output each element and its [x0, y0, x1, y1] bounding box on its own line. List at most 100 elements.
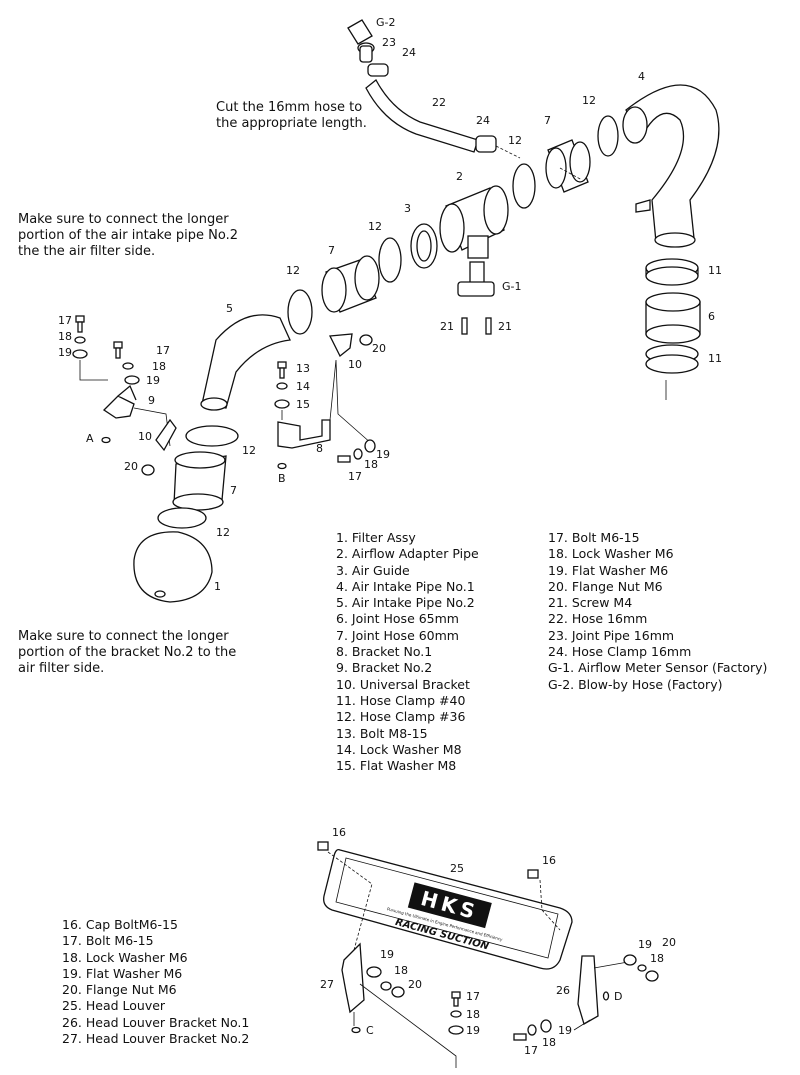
callout-20: 20: [662, 936, 676, 949]
parts-list-main: 1. Filter Assy 2. Airflow Adapter Pipe 3…: [336, 530, 479, 774]
list-item: 6. Joint Hose 65mm: [336, 611, 459, 627]
callout-a: A: [86, 432, 94, 445]
list-item: 25. Head Louver: [62, 998, 166, 1014]
hardware-louver-right: [623, 954, 659, 982]
joint-hose-7-lower: [172, 451, 227, 511]
hose-clamp-24-lower: [475, 135, 497, 153]
callout-19: 19: [380, 948, 394, 961]
callout-2: 2: [456, 170, 463, 183]
air-guide: [410, 223, 438, 269]
list-item: 19. Flat Washer M6: [548, 562, 669, 578]
flange-nut-20-left: [141, 464, 155, 476]
note-bracket: Make sure to connect the longer portion …: [18, 629, 237, 676]
callout-11: 11: [708, 352, 722, 365]
list-item: 20. Flange Nut M6: [62, 982, 177, 998]
list-item: 18. Lock Washer M6: [548, 546, 674, 562]
joint-pipe-23: [359, 45, 373, 63]
cap-bolt-16-left: [317, 841, 329, 851]
callout-5: 5: [226, 302, 233, 315]
callout-18: 18: [542, 1036, 556, 1049]
hose-clamp-12-center: [378, 237, 402, 283]
callout-23: 23: [382, 36, 396, 49]
callout-25: 25: [450, 862, 464, 875]
hardware-stack-bracket8: [274, 361, 290, 420]
callout-19: 19: [58, 346, 72, 359]
list-item: 23. Joint Pipe 16mm: [548, 627, 675, 643]
air-intake-pipe-no1: [622, 84, 720, 248]
head-louver-bracket-no2: [341, 942, 457, 1068]
hardware-louver-left: [366, 966, 405, 998]
bracket-no2: [102, 384, 171, 447]
list-item: 12. Hose Clamp #36: [336, 709, 466, 725]
list-item: 17. Bolt M6-15: [62, 933, 154, 949]
callout-15: 15: [296, 398, 310, 411]
list-item: 18. Lock Washer M6: [62, 949, 188, 965]
callout-13: 13: [296, 362, 310, 375]
mount-point-c: [351, 1026, 361, 1034]
callout-19: 19: [466, 1024, 480, 1037]
joint-hose-7-center: [321, 255, 380, 313]
callout-18: 18: [466, 1008, 480, 1021]
callout-17: 17: [348, 470, 362, 483]
callout-3: 3: [404, 202, 411, 215]
hardware-stack-bracket9: [113, 341, 140, 385]
callout-22: 22: [432, 96, 446, 109]
callout-9: 9: [148, 394, 155, 407]
callout-17: 17: [58, 314, 72, 327]
mount-point-a: [101, 436, 111, 444]
list-item: 20. Flange Nut M6: [548, 578, 663, 594]
list-item: 10. Universal Bracket: [336, 676, 470, 692]
note-intake-pipe: Make sure to connect the longer portion …: [18, 212, 238, 259]
callout-24: 24: [476, 114, 490, 127]
callout-20: 20: [372, 342, 386, 355]
note-hose-cut: Cut the 16mm hose to the appropriate len…: [216, 100, 367, 131]
callout-7: 7: [544, 114, 551, 127]
list-item: 1. Filter Assy: [336, 530, 416, 545]
list-item: 27. Head Louver Bracket No.2: [62, 1031, 250, 1047]
callout-1: 1: [214, 580, 221, 593]
callout-12: 12: [582, 94, 596, 107]
hose-clamp-11-lower: [645, 344, 699, 374]
callout-10: 10: [348, 358, 362, 371]
list-item: 17. Bolt M6-15: [548, 530, 640, 545]
callout-19: 19: [376, 448, 390, 461]
mount-point-d: [602, 991, 610, 1001]
list-item: 15. Flat Washer M8: [336, 758, 457, 774]
callout-21: 21: [498, 320, 512, 333]
callout-18: 18: [364, 458, 378, 471]
callout-20: 20: [408, 978, 422, 991]
callout-4: 4: [638, 70, 645, 83]
callout-11: 11: [708, 264, 722, 277]
callout-12: 12: [242, 444, 256, 457]
list-item: 11. Hose Clamp #40: [336, 692, 466, 708]
callout-24: 24: [402, 46, 416, 59]
callout-b: B: [278, 472, 286, 485]
parts-list-louver: 16. Cap BoltM6-15 17. Bolt M6-15 18. Loc…: [62, 917, 249, 1047]
callout-20: 20: [124, 460, 138, 473]
list-item: 7. Joint Hose 60mm: [336, 627, 459, 643]
hose-clamp-12-mid: [512, 163, 536, 209]
callout-16: 16: [332, 826, 346, 839]
list-item: 8. Bracket No.1: [336, 644, 433, 660]
filter-assy: [133, 531, 213, 603]
callout-g2: G-2: [376, 16, 396, 29]
list-item: 24. Hose Clamp 16mm: [548, 644, 692, 660]
hardware-stack-bracket8-right: [337, 439, 376, 463]
callout-19: 19: [146, 374, 160, 387]
list-item: 2. Airflow Adapter Pipe: [336, 546, 479, 562]
callout-18: 18: [650, 952, 664, 965]
universal-bracket-left: [155, 418, 177, 452]
parts-list-secondary: 17. Bolt M6-15 18. Lock Washer M6 19. Fl…: [548, 530, 767, 693]
hose-clamp-11-upper: [645, 258, 699, 286]
callout-10: 10: [138, 430, 152, 443]
list-item: G-2. Blow-by Hose (Factory): [548, 676, 723, 692]
callout-18: 18: [152, 360, 166, 373]
hose-clamp-12-pipe5: [185, 425, 239, 447]
universal-bracket-right: [328, 333, 353, 358]
callout-14: 14: [296, 380, 310, 393]
list-item: 5. Air Intake Pipe No.2: [336, 595, 475, 611]
air-intake-pipe-no2: [200, 314, 291, 411]
list-item: 9. Bracket No.2: [336, 660, 433, 676]
callout-8: 8: [316, 442, 323, 455]
